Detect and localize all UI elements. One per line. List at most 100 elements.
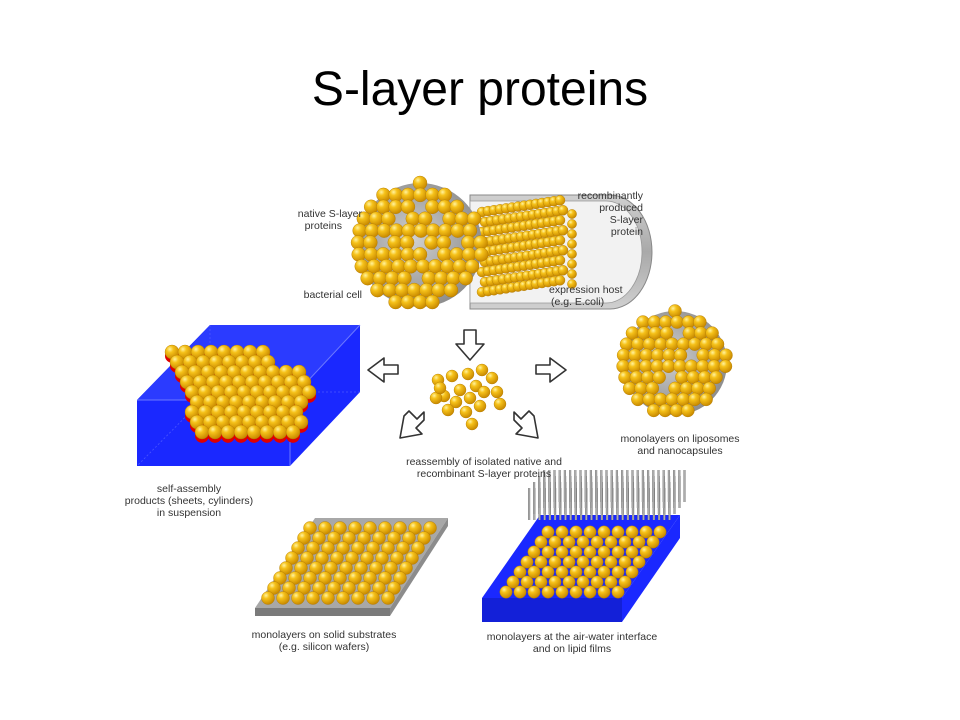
protein-subunit [357, 581, 371, 595]
reassembly-label-line1: reassembly of isolated native and [406, 456, 562, 468]
lipid-molecule [605, 470, 608, 502]
protein-subunit [604, 555, 618, 569]
protein-subunit [541, 545, 555, 559]
protein-subunit [597, 585, 611, 599]
protein-subunit [412, 247, 428, 262]
protein-subunit [670, 315, 684, 329]
protein-subunit [627, 359, 642, 373]
protein-subunit [659, 326, 674, 340]
lipid-molecule [647, 470, 650, 502]
recombinant-s-layer-cluster [476, 195, 577, 298]
protein-subunit [673, 359, 687, 373]
protein-subunit [681, 403, 695, 418]
protein-subunit [555, 565, 569, 579]
protein-subunit [562, 535, 576, 549]
protein-subunit [345, 551, 359, 565]
protein-subunit [554, 235, 566, 246]
protein-subunit [246, 424, 262, 440]
protein-subunit [567, 269, 577, 279]
protein-subunit [625, 525, 639, 539]
expression-host-label-line2: (e.g. E.coli) [551, 296, 604, 308]
protein-subunit [301, 384, 317, 400]
protein-subunit [632, 535, 646, 549]
recombinant-label-line4: protein [611, 226, 643, 238]
protein-subunit [632, 555, 646, 569]
protein-subunit [555, 545, 569, 559]
protein-subunit [372, 271, 388, 286]
protein-subunit [477, 385, 491, 399]
protein-subunit [388, 247, 403, 262]
protein-subunit [393, 521, 407, 535]
protein-subunit [661, 359, 676, 373]
self-assembly-label-line3: in suspension [157, 507, 221, 519]
protein-subunit [425, 199, 440, 215]
protein-subunit [449, 247, 464, 262]
protein-subunit [321, 591, 335, 605]
protein-subunit [541, 585, 555, 599]
protein-subunit [351, 247, 366, 262]
lipid-molecule [589, 470, 592, 502]
protein-subunit [351, 591, 365, 605]
protein-subunit [541, 525, 555, 539]
protein-subunit [669, 403, 684, 418]
protein-subunit [445, 369, 459, 383]
protein-subunit [342, 581, 356, 595]
protein-subunit [321, 541, 335, 555]
protein-subunit [381, 541, 395, 555]
substrate-s-layer [261, 521, 437, 605]
self-assembly-label-line1: self-assembly [157, 483, 222, 495]
protein-subunit [433, 381, 447, 395]
lipid-molecule [615, 470, 618, 502]
protein-subunit [390, 551, 404, 565]
protein-subunit [366, 591, 380, 605]
protein-subunit [520, 555, 534, 569]
slide-title: S-layer proteins [311, 63, 649, 116]
protein-subunit [412, 294, 428, 310]
protein-subunit [554, 255, 566, 266]
liposome-label-line1: monolayers on liposomes [620, 433, 739, 445]
protein-subunit [375, 551, 389, 565]
protein-subunit [527, 565, 541, 579]
lipid-molecule [579, 470, 582, 502]
protein-subunit [684, 359, 699, 373]
protein-subunit [272, 424, 288, 440]
protein-subunit [569, 545, 583, 559]
liposome-label-line2: and nanocapsules [637, 445, 722, 457]
protein-subunit [294, 561, 308, 575]
protein-subunit [459, 405, 473, 419]
protein-subunit [348, 521, 362, 535]
protein-subunit [312, 581, 326, 595]
protein-subunit [300, 551, 314, 565]
protein-subunit [705, 326, 719, 340]
protein-subunit [233, 424, 249, 440]
protein-subunit [297, 581, 311, 595]
protein-subunit [303, 521, 317, 535]
protein-subunit [461, 367, 475, 381]
protein-subunit [388, 294, 403, 310]
protein-subunit [458, 271, 473, 286]
right-arrow-icon [535, 357, 567, 383]
protein-subunit [309, 561, 323, 575]
lipid-molecule [621, 470, 624, 502]
protein-subunit [261, 591, 275, 605]
lipid-molecule [543, 470, 546, 502]
air-water-s-layer [499, 525, 667, 599]
protein-subunit [557, 205, 569, 216]
protein-subunit [576, 535, 590, 549]
protein-subunit [696, 359, 710, 373]
protein-subunit [647, 403, 661, 418]
protein-subunit [449, 395, 463, 409]
protein-subunit [534, 535, 548, 549]
protein-subunit [424, 235, 439, 250]
protein-subunit [583, 545, 597, 559]
expression-host-label-line1: expression host [549, 284, 623, 296]
protein-subunit [618, 575, 632, 589]
protein-subunit [336, 541, 350, 555]
protein-subunit [327, 581, 341, 595]
protein-subunit [282, 581, 296, 595]
protein-subunit [464, 259, 480, 274]
protein-subunit [393, 571, 407, 585]
protein-subunit [688, 337, 702, 351]
protein-subunit [372, 531, 386, 545]
